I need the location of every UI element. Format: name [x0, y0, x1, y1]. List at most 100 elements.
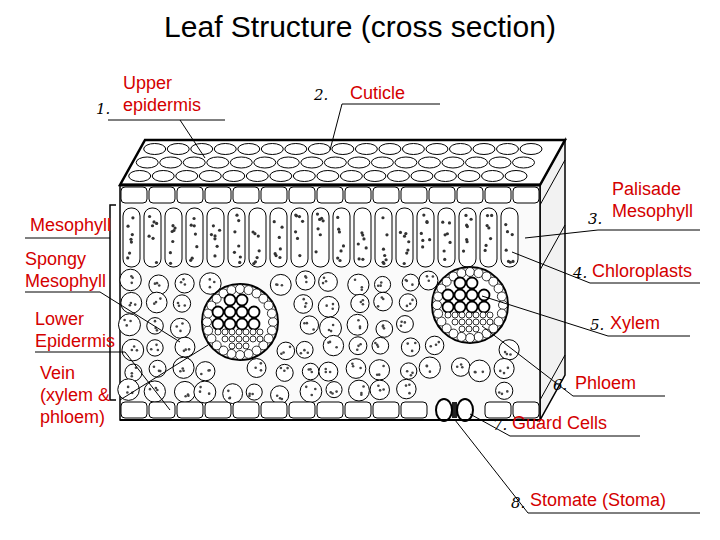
part-label: Vein (xylem & phloem): [40, 362, 125, 428]
chloroplast-dot: [507, 367, 510, 370]
xylem-cell: [213, 319, 224, 330]
chloroplast-dot: [148, 215, 151, 218]
spongy-cell: [300, 316, 318, 334]
epidermis-cell-top: [160, 157, 182, 168]
chloroplast-dot: [482, 371, 485, 374]
chloroplast-dot: [441, 221, 444, 224]
chloroplast-dot: [335, 346, 338, 349]
spongy-cell: [349, 337, 367, 355]
chloroplast-dot: [462, 249, 465, 252]
spongy-cell: [496, 382, 513, 399]
chloroplast-dot: [235, 214, 238, 217]
chloroplast-dot: [314, 388, 317, 391]
chloroplast-dot: [354, 278, 357, 281]
chloroplast-dot: [169, 251, 172, 254]
chloroplast-dot: [136, 349, 139, 352]
chloroplast-dot: [233, 251, 236, 254]
chloroplast-dot: [443, 258, 446, 261]
leader-line: [525, 230, 598, 238]
chloroplast-dot: [357, 242, 360, 245]
chloroplast-dot: [303, 322, 306, 325]
chloroplast-dot: [157, 349, 160, 352]
epidermis-cell-top: [395, 157, 417, 168]
spongy-cell: [326, 382, 342, 398]
chloroplast-dot: [421, 245, 424, 248]
phloem-cell: [466, 319, 472, 325]
chloroplast-dot: [127, 386, 130, 389]
guard-cell: [457, 399, 473, 421]
chloroplast-dot: [312, 328, 315, 331]
chloroplast-dot: [382, 248, 385, 251]
phloem-cell: [215, 329, 221, 335]
xylem-cell: [467, 302, 478, 313]
chloroplast-dot: [400, 325, 403, 328]
spongy-cell: [425, 336, 444, 355]
spongy-cell: [271, 386, 289, 404]
bundle-sheath-cell: [269, 318, 278, 327]
chloroplast-dot: [382, 388, 385, 391]
chloroplast-dot: [282, 351, 285, 354]
spongy-cell: [401, 338, 419, 356]
chloroplast-dot: [131, 233, 134, 236]
chloroplast-dot: [149, 388, 152, 391]
epidermis-cell-top: [293, 171, 315, 182]
chloroplast-dot: [379, 389, 382, 392]
chloroplast-dot: [399, 231, 402, 234]
spongy-cell: [370, 380, 389, 399]
chloroplast-dot: [188, 348, 191, 351]
leader-line: [35, 352, 125, 353]
upper-epidermis-cell: [513, 187, 539, 203]
chloroplast-dot: [303, 349, 306, 352]
chloroplast-dot: [318, 218, 321, 221]
chloroplast-dot: [278, 236, 281, 239]
chloroplast-dot: [128, 251, 131, 254]
chloroplast-dot: [339, 249, 342, 252]
spongy-cell: [319, 273, 338, 292]
phloem-cell: [487, 319, 493, 325]
chloroplast-dot: [352, 365, 355, 368]
spongy-cell: [144, 381, 165, 402]
epidermis-cell-top: [497, 144, 519, 155]
chloroplast-dot: [325, 280, 328, 283]
epidermis-cell-top: [238, 144, 260, 155]
leader-line: [512, 252, 590, 283]
epidermis-cell-top: [387, 171, 409, 182]
chloroplast-dot: [248, 395, 251, 398]
part-label: Lower Epidermis: [35, 308, 135, 352]
palisade-cell: [249, 208, 266, 267]
leader-line: [590, 283, 700, 284]
chloroplast-dot: [329, 371, 332, 374]
chloroplast-dot: [442, 249, 445, 252]
chloroplast-dot: [131, 372, 134, 375]
spongy-cell: [247, 359, 266, 378]
chloroplast-dot: [184, 283, 187, 286]
chloroplast-dot: [448, 221, 451, 224]
spongy-cell: [318, 296, 339, 317]
spongy-cell: [397, 379, 416, 398]
bundle-sheath-cell: [204, 326, 213, 335]
xylem-cell: [249, 307, 260, 318]
bundle-sheath-cell: [466, 268, 475, 277]
leader-line: [108, 120, 225, 121]
chloroplast-dot: [126, 256, 129, 259]
epidermis-cell-top: [379, 144, 401, 155]
chloroplast-dot: [130, 302, 133, 305]
chloroplast-dot: [187, 393, 190, 396]
chloroplast-dot: [130, 275, 133, 278]
chloroplast-dot: [158, 284, 161, 287]
spongy-cell: [451, 358, 470, 377]
epidermis-cell-top: [371, 157, 393, 168]
chloroplast-dot: [335, 390, 338, 393]
chloroplast-dot: [498, 391, 501, 394]
bundle-sheath-cell: [227, 286, 236, 295]
chloroplast-dot: [281, 284, 284, 287]
chloroplast-dot: [156, 389, 159, 392]
bundle-sheath-cell: [244, 349, 253, 358]
chloroplast-dot: [382, 325, 385, 328]
phloem-cell: [229, 329, 235, 335]
chloroplast-dot: [337, 228, 340, 231]
bundle-sheath-cell: [474, 332, 483, 341]
palisade-cell: [144, 208, 161, 267]
chloroplast-dot: [289, 346, 292, 349]
epidermis-cell-top: [426, 144, 448, 155]
